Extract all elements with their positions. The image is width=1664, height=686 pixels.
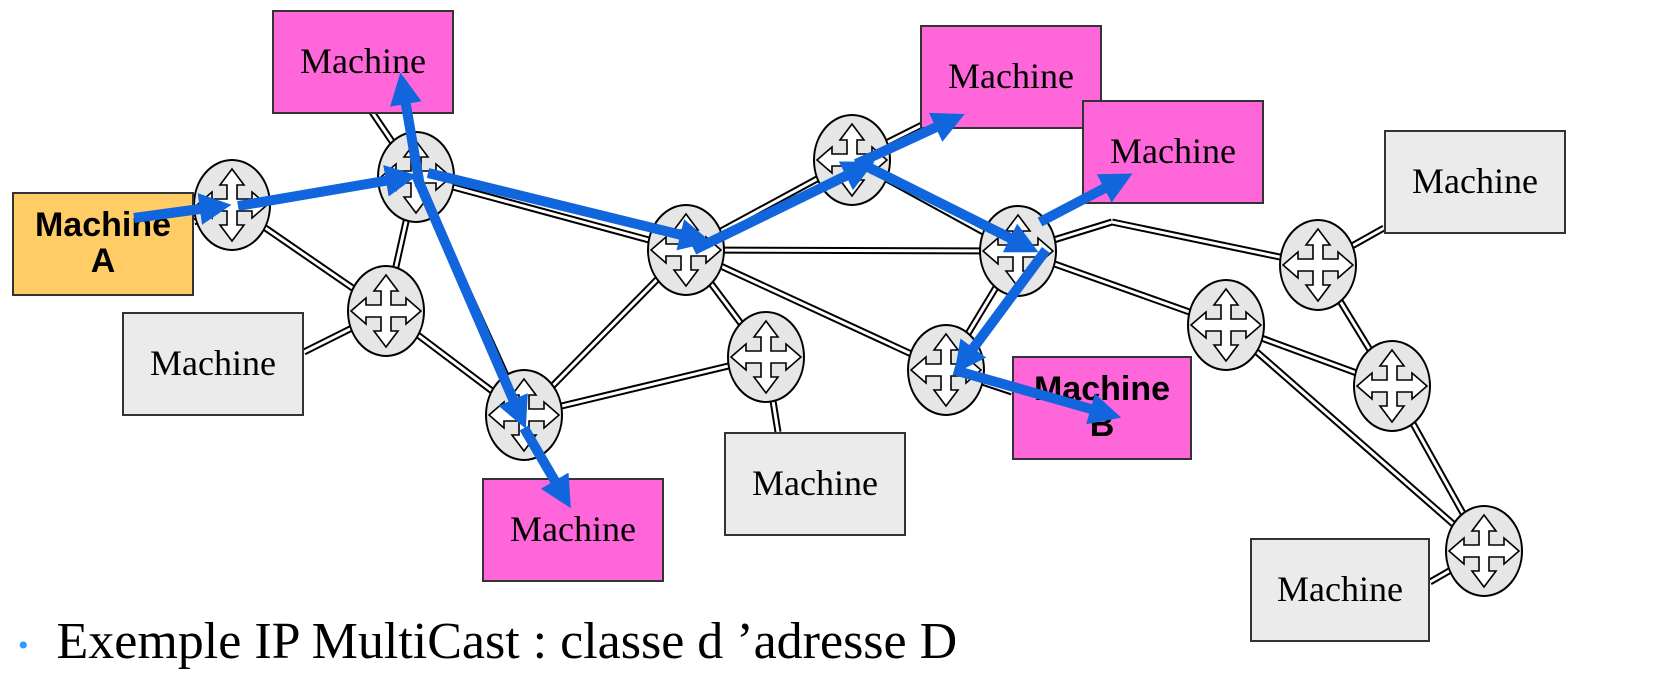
machine-a: Machine A (12, 192, 194, 296)
router-four-arrows-icon (727, 311, 805, 403)
machine-top-right-2: Machine (1082, 100, 1264, 204)
router-four-arrows-icon (1445, 505, 1523, 597)
machine-b: Machine B (1012, 356, 1192, 460)
network-link (685, 248, 1019, 253)
caption-line: • Exemple IP MultiCast : classe d ’adress… (18, 612, 957, 671)
router-four-arrows-icon (813, 114, 891, 206)
machine-top-left: Machine (272, 10, 454, 114)
network-link (1225, 323, 1485, 553)
router-four-arrows-icon (1353, 340, 1431, 432)
router-four-arrows-icon (907, 324, 985, 416)
machine-bottom-mid: Machine (724, 432, 906, 536)
machine-far-right: Machine (1384, 130, 1566, 234)
router-four-arrows-icon (1187, 279, 1265, 371)
network-link (523, 355, 767, 417)
machine-bottom-right: Machine (1250, 538, 1430, 642)
network-link (415, 175, 687, 252)
bullet-icon: • (18, 629, 29, 663)
router-four-arrows-icon (979, 205, 1057, 297)
router-four-arrows-icon (347, 265, 425, 357)
machine-bottom-center: Machine (482, 478, 664, 582)
router-four-arrows-icon (193, 159, 271, 251)
router-four-arrows-icon (377, 131, 455, 223)
machine-mid-left: Machine (122, 312, 304, 416)
machine-top-right-1: Machine (920, 25, 1102, 129)
router-four-arrows-icon (647, 204, 725, 296)
network-link (685, 248, 947, 372)
caption-text: Exemple IP MultiCast : classe d ’adresse… (56, 613, 958, 670)
router-four-arrows-icon (485, 369, 563, 461)
router-four-arrows-icon (1279, 219, 1357, 311)
